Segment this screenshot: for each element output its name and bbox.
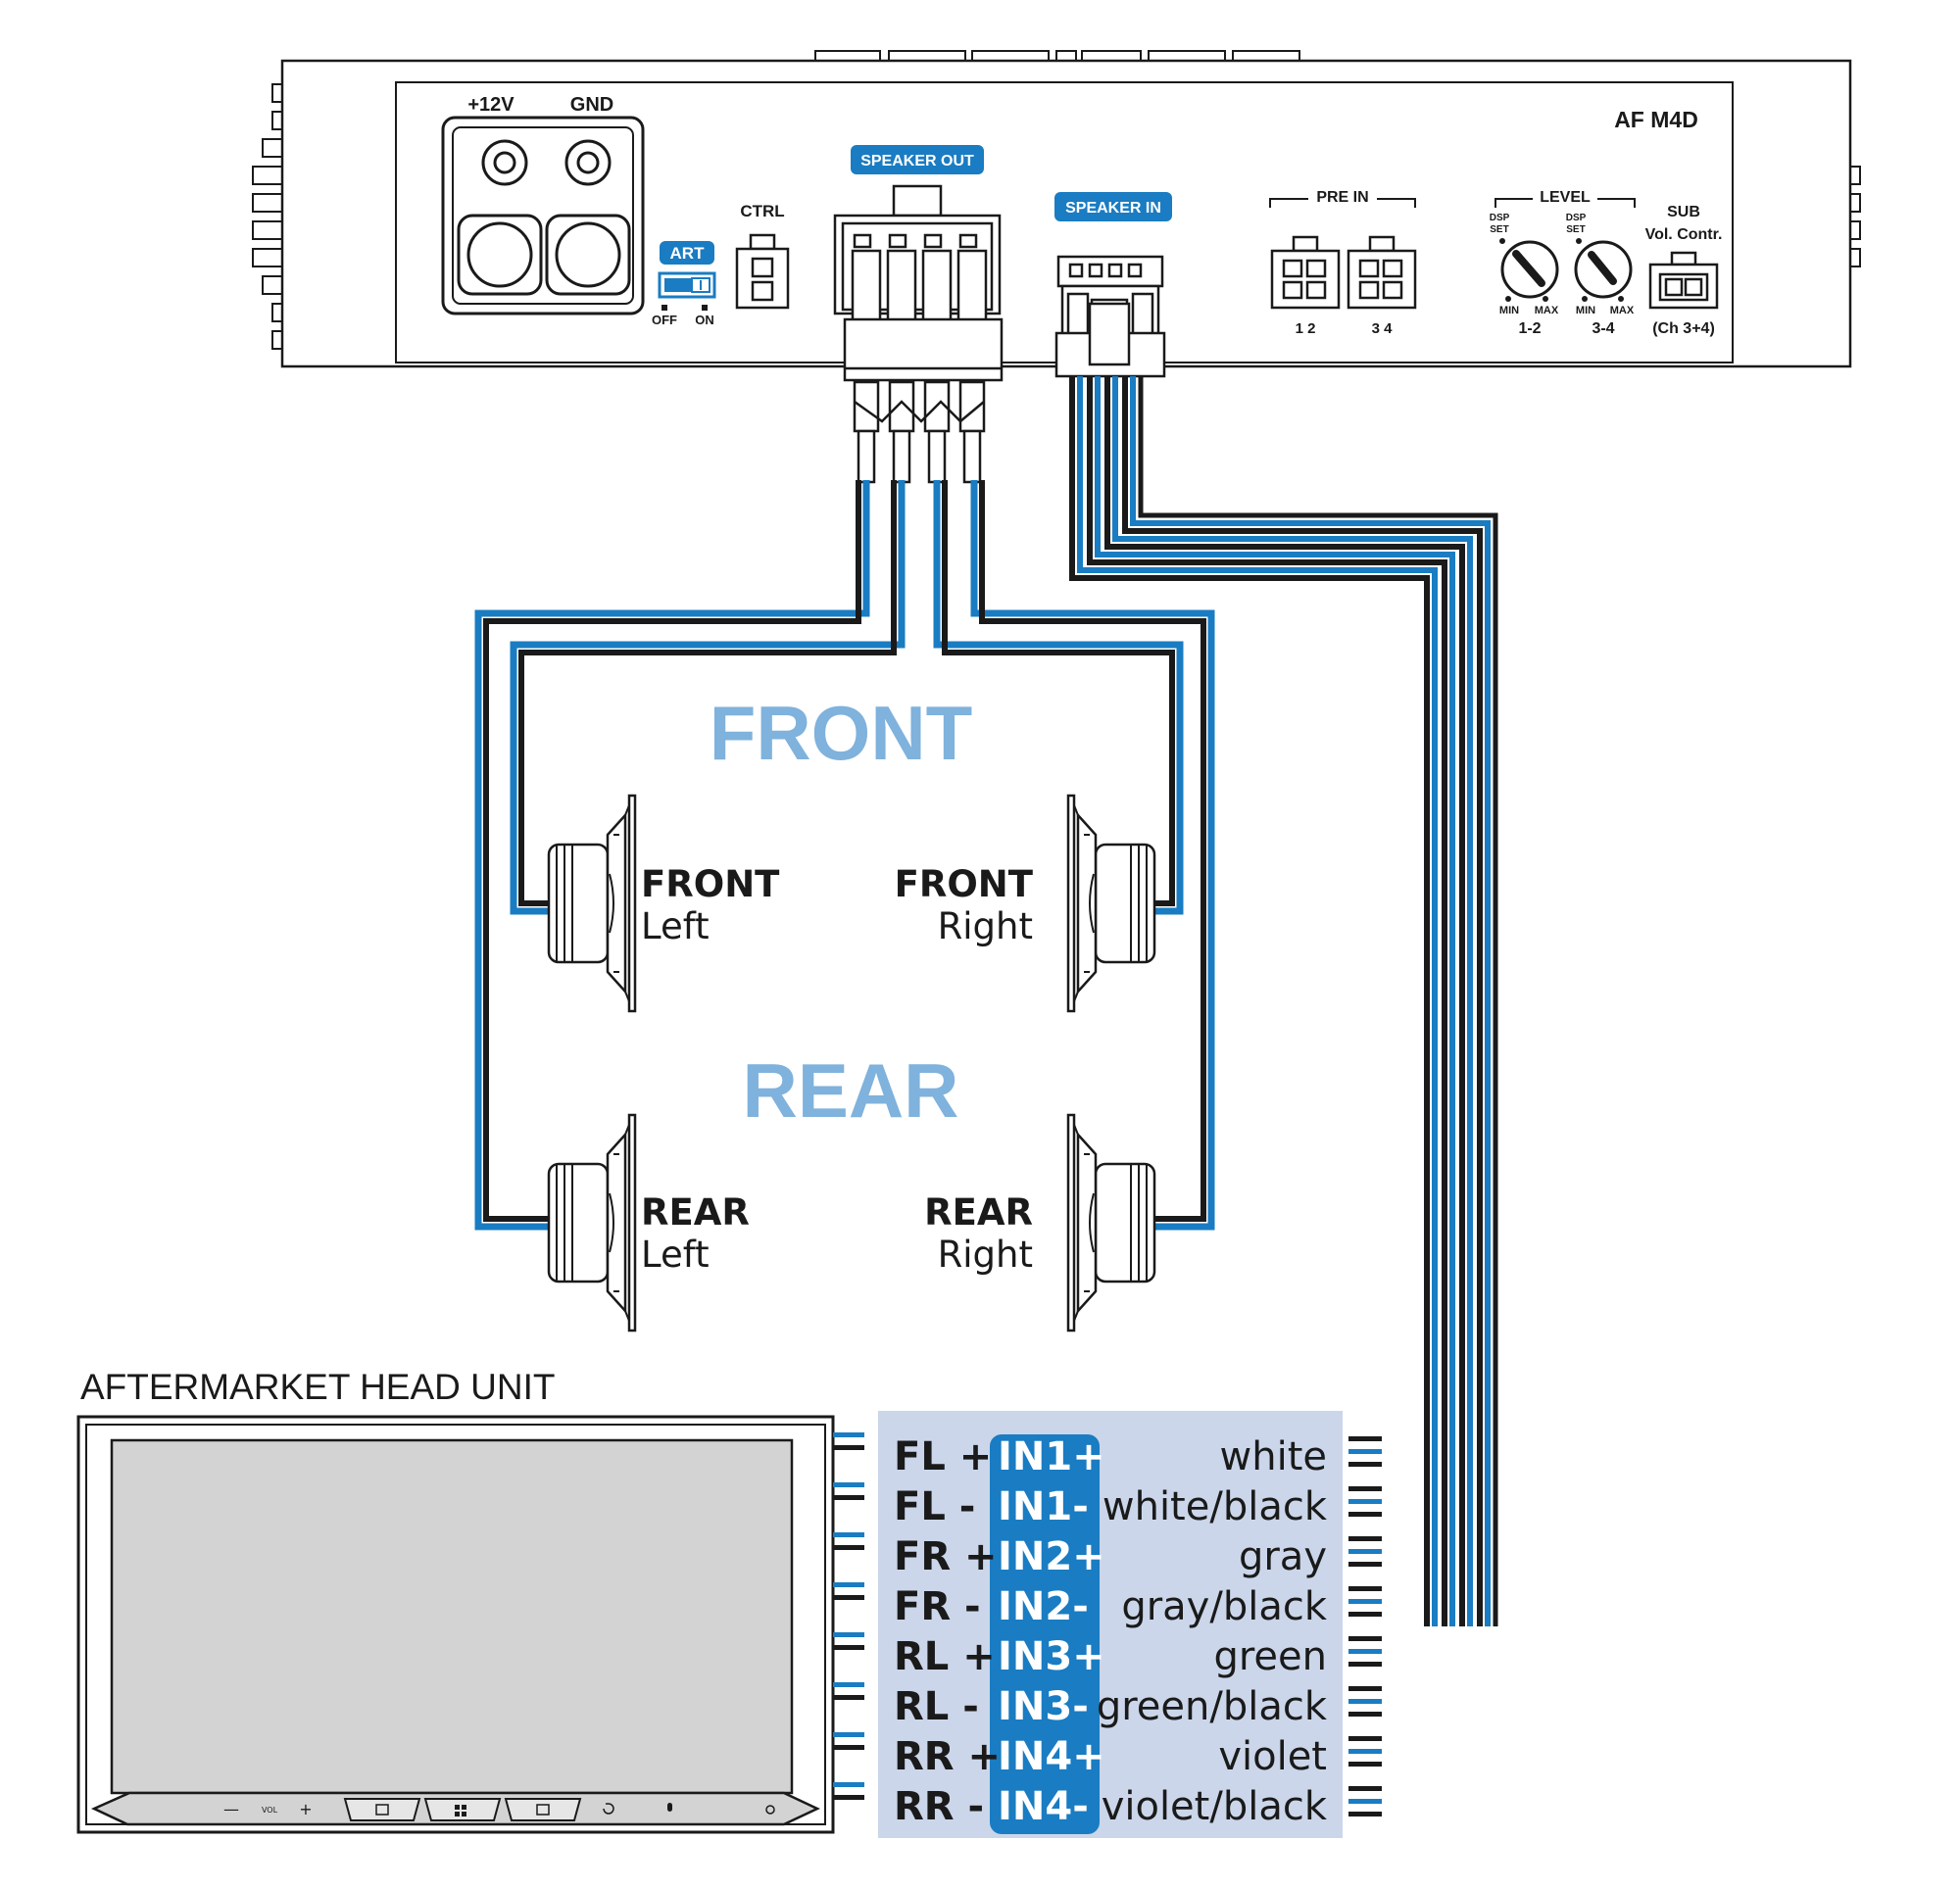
set-label-12: SET (1490, 224, 1508, 235)
pin-row-ch: FL + (894, 1434, 992, 1479)
pin-row-in: IN4+ (998, 1734, 1105, 1779)
head-unit: — VOL + (76, 1415, 864, 1834)
speaker-rl-title: REAR (641, 1191, 750, 1234)
level-label: LEVEL (1540, 189, 1591, 206)
set-label-34: SET (1566, 224, 1585, 235)
head-unit-button-3[interactable] (504, 1798, 582, 1821)
head-unit-button-home[interactable] (423, 1798, 502, 1821)
speaker-rear-right (1066, 1113, 1156, 1332)
speaker-in-connector[interactable] (1054, 255, 1166, 378)
level-34-label: 3-4 (1592, 320, 1614, 337)
pin-row-color: white (1220, 1434, 1327, 1479)
min-label-34: MIN (1576, 305, 1595, 316)
pin-row-color: white/black (1102, 1484, 1328, 1529)
speaker-rl-sub: Left (641, 1234, 710, 1276)
pre-in-ch34-label: 3 4 (1372, 320, 1394, 337)
speaker-in-badge (1054, 192, 1172, 221)
vol-label: VOL (262, 1806, 278, 1815)
min-label-12: MIN (1499, 305, 1519, 316)
ch34-label: (Ch 3+4) (1652, 320, 1715, 337)
pre-in-ch12-label: 1 2 (1296, 320, 1316, 337)
pin-row-ch: RL - (894, 1684, 979, 1729)
pin-row-in: IN4- (998, 1784, 1089, 1829)
speaker-fl-title: FRONT (641, 863, 780, 905)
power-plus-label: +12V (467, 94, 514, 116)
art-badge-label: ART (670, 244, 706, 263)
pin-row-ch: FL - (894, 1484, 975, 1529)
pin-row-in: IN3- (998, 1684, 1089, 1729)
amplifier: +12V GND ART OFF ON CTRL SPEAKER OUT (252, 50, 1861, 484)
screen-icon (375, 1804, 389, 1816)
input-column (990, 1434, 1100, 1834)
speaker-rr-title: REAR (924, 1191, 1033, 1234)
dsp-label-34: DSP (1566, 213, 1587, 223)
power-icon[interactable] (765, 1805, 775, 1815)
max-label-12: MAX (1535, 305, 1559, 316)
back-icon[interactable] (603, 1803, 614, 1815)
pin-row-color: green/black (1097, 1684, 1328, 1729)
dsp-label-12: DSP (1490, 213, 1510, 223)
speaker-rear-left (547, 1113, 637, 1332)
speaker-out-connector[interactable] (833, 184, 1004, 484)
ctrl-label: CTRL (740, 202, 784, 220)
pre-in-connector-34[interactable] (1347, 235, 1417, 310)
vol-contr-label: Vol. Contr. (1645, 226, 1723, 243)
pin-row-color: violet/black (1102, 1784, 1328, 1829)
level-knob-12[interactable] (1500, 240, 1559, 299)
speaker-out-label: SPEAKER OUT (860, 153, 974, 170)
sub-vol-connector[interactable] (1648, 251, 1719, 310)
max-label-34: MAX (1610, 305, 1635, 316)
pinout-panel: FL + IN1+ white FL - IN1- white/black FR… (878, 1411, 1382, 1838)
pin-row-ch: RL + (894, 1634, 996, 1679)
model-label: AF M4D (1614, 107, 1698, 132)
art-switch[interactable] (658, 271, 716, 299)
art-on-label: ON (695, 313, 714, 327)
head-unit-screen (110, 1438, 794, 1795)
pin-row-color: gray/black (1121, 1584, 1328, 1629)
vol-plus-label[interactable]: + (299, 1800, 312, 1818)
pin-row-ch: RR + (894, 1734, 1001, 1779)
head-unit-title: AFTERMARKET HEAD UNIT (80, 1367, 555, 1407)
input-wiring (1069, 376, 1498, 1626)
ctrl-connector[interactable] (735, 233, 790, 310)
zone-front-label: FRONT (710, 690, 973, 776)
head-unit-button-1[interactable] (343, 1798, 421, 1821)
speaker-fl-sub: Left (641, 905, 710, 947)
speaker-wiring (474, 480, 1215, 1231)
pin-row-color: violet (1218, 1734, 1327, 1779)
pre-in-connector-12[interactable] (1270, 235, 1341, 310)
speaker-in-label: SPEAKER IN (1065, 200, 1161, 217)
art-badge (660, 241, 714, 265)
pin-row-in: IN2+ (998, 1534, 1105, 1579)
pin-row-ch: RR - (894, 1784, 984, 1829)
pin-row-ch: FR - (894, 1584, 981, 1629)
speaker-out-badge (851, 145, 984, 174)
zone-rear-label: REAR (742, 1047, 958, 1134)
display-icon (536, 1804, 550, 1816)
speaker-fr-title: FRONT (895, 863, 1034, 905)
pin-row-in: IN3+ (998, 1634, 1105, 1679)
level-knob-34[interactable] (1574, 240, 1633, 299)
sub-label: SUB (1667, 204, 1700, 220)
pin-row-ch: FR + (894, 1534, 998, 1579)
pin-row-in: IN1- (998, 1484, 1089, 1529)
speaker-rr-sub: Right (938, 1234, 1033, 1276)
speaker-front-left (547, 794, 637, 1013)
power-gnd-label: GND (570, 94, 613, 116)
vol-minus-label[interactable]: — (223, 1800, 239, 1818)
mic-icon[interactable] (667, 1803, 672, 1812)
speaker-front-right (1066, 794, 1156, 1013)
pin-row-color: gray (1239, 1534, 1327, 1579)
pin-row-color: green (1213, 1634, 1327, 1679)
level-12-label: 1-2 (1518, 320, 1541, 337)
pin-row-in: IN2- (998, 1584, 1089, 1629)
grid-icon (455, 1805, 466, 1816)
power-terminal (441, 116, 645, 315)
speaker-fr-sub: Right (938, 905, 1033, 947)
art-off-label: OFF (652, 313, 677, 327)
pin-row-in: IN1+ (998, 1434, 1105, 1479)
pre-in-label: PRE IN (1316, 189, 1368, 206)
